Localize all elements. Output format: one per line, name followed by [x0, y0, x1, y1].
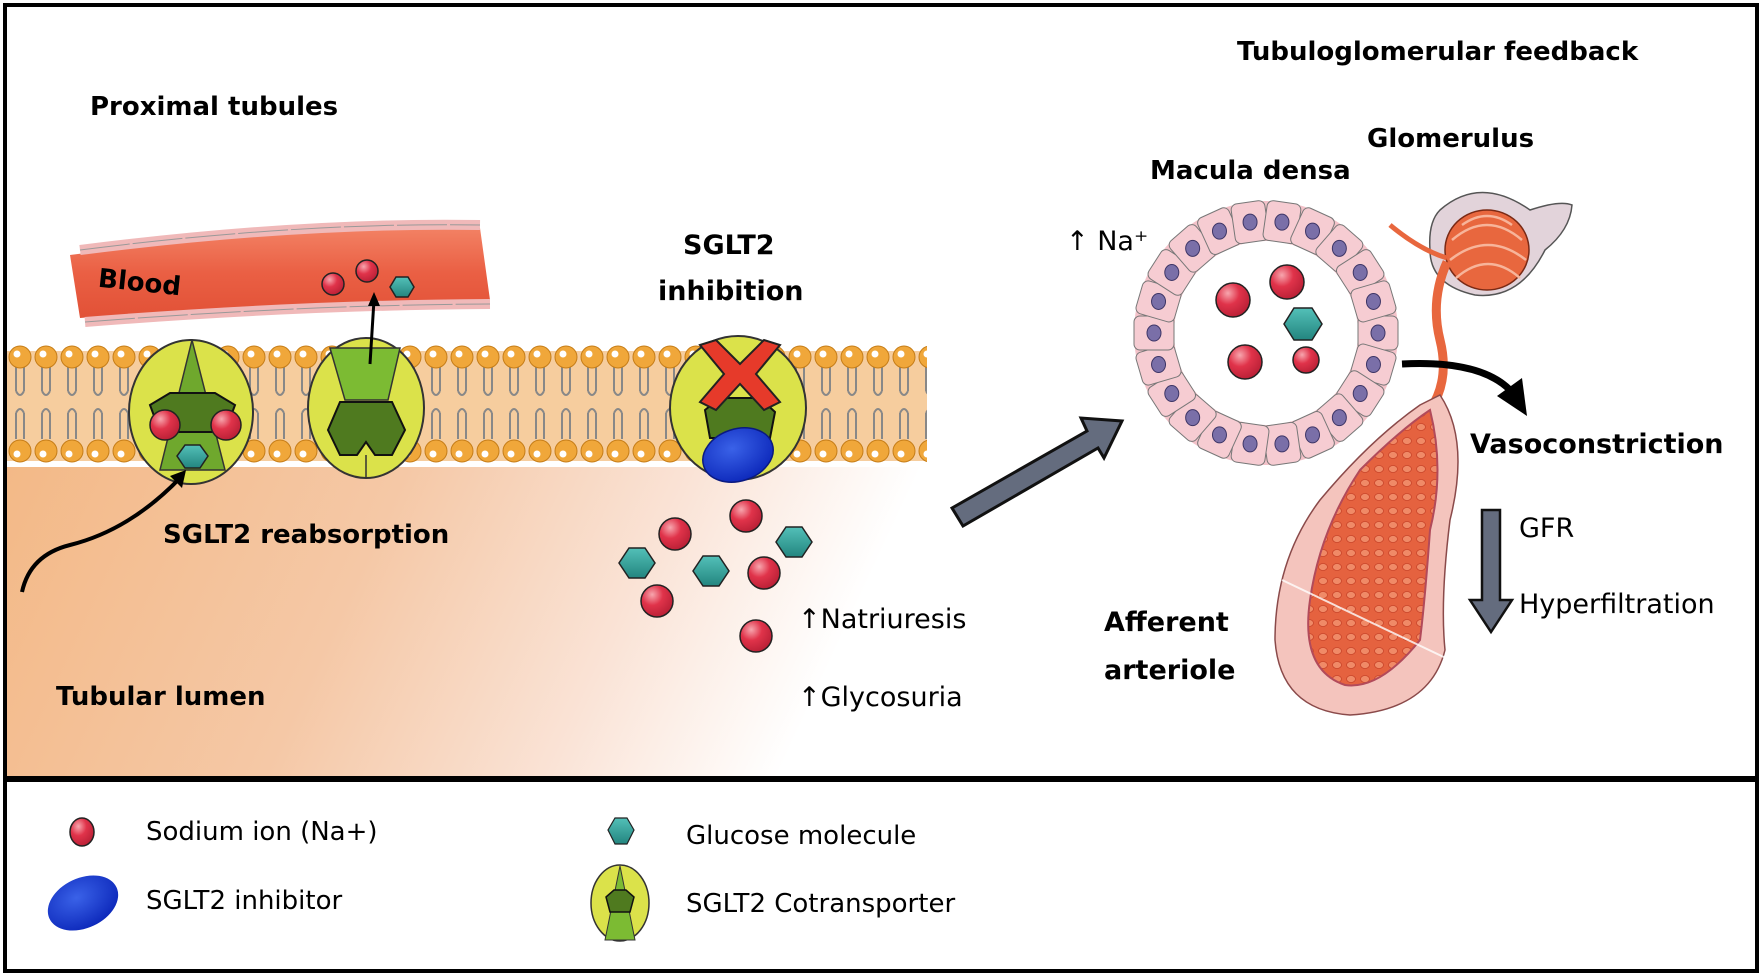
cell-nucleus	[1164, 263, 1180, 281]
sglt2-cotransporter-icon	[590, 864, 650, 942]
sodium-ion-icon	[739, 619, 773, 653]
sodium-ion-icon	[69, 817, 95, 847]
legend-sodium-label: Sodium ion (Na+)	[146, 817, 378, 847]
sodium-ion-icon	[658, 517, 692, 551]
sodium-ion-icon	[210, 409, 242, 441]
reabsorption-arrow	[20, 476, 182, 593]
tubular-lumen-label: Tubular lumen	[56, 682, 266, 712]
sodium-ion-icon	[1227, 344, 1263, 380]
tubular-lumen-region	[7, 467, 1007, 776]
natriuresis-label: ↑Natriuresis	[798, 604, 967, 635]
glucose-molecule-icon	[176, 444, 209, 469]
tubuloglomerular-feedback-title: Tubuloglomerular feedback	[1237, 37, 1639, 67]
cell-nucleus	[1185, 239, 1201, 257]
legend-glucose-label: Glucose molecule	[686, 821, 917, 851]
legend-icons	[47, 817, 650, 942]
cell-nucleus	[1331, 409, 1347, 427]
legend-cotransporter-label: SGLT2 Cotransporter	[686, 889, 956, 919]
glucose-molecule-icon	[1283, 307, 1323, 341]
gfr-label: GFR	[1519, 513, 1575, 544]
macula-densa-label: Macula densa	[1150, 156, 1351, 186]
sodium-ion-icon	[321, 272, 345, 296]
afferent-arteriole	[1274, 394, 1459, 716]
glycosuria-label: ↑Glycosuria	[798, 682, 963, 713]
excreted-molecules	[618, 499, 813, 653]
vasoconstriction-label: Vasoconstriction	[1470, 429, 1724, 460]
cell-nucleus	[1151, 292, 1167, 310]
cell-nucleus	[1242, 213, 1258, 231]
macula-densa	[1133, 200, 1399, 466]
sglt2-reabsorption-label: SGLT2 reabsorption	[163, 520, 450, 550]
cell-nucleus	[1352, 263, 1368, 281]
cell-nucleus	[1242, 435, 1258, 453]
sglt2-inhibition-label-line1: SGLT2	[683, 230, 775, 261]
cell-nucleus	[1151, 356, 1167, 374]
glucose-molecule-icon	[692, 555, 730, 587]
cell-nucleus	[1352, 385, 1368, 403]
cell-nucleus	[1331, 239, 1347, 257]
cell-nucleus	[1305, 222, 1321, 240]
cell-nucleus	[1274, 435, 1290, 453]
afferent-arteriole-label-line2: arteriole	[1104, 655, 1236, 686]
glucose-molecule-icon	[618, 547, 656, 579]
cell-nucleus	[1164, 385, 1180, 403]
hyperfiltration-label: Hyperfiltration	[1519, 589, 1715, 620]
figure-frame	[3, 3, 1759, 973]
legend-divider	[3, 776, 1759, 782]
blood-vessel	[70, 219, 491, 327]
sglt2-inhibitor-icon	[702, 427, 774, 483]
sodium-ion-icon	[1292, 346, 1320, 374]
cell-nucleus	[1211, 426, 1227, 444]
cell-nucleus	[1370, 324, 1386, 342]
cell-nucleus	[1365, 356, 1381, 374]
glucose-molecule-icon	[775, 526, 813, 558]
sglt2-inhibition-label-line2: inhibition	[658, 276, 804, 307]
sodium-ion-icon	[747, 556, 781, 590]
cell-nucleus	[1305, 426, 1321, 444]
sglt2-cotransporter-loaded	[128, 339, 254, 485]
cell-nucleus	[1274, 213, 1290, 231]
sodium-ion-icon	[1269, 264, 1305, 300]
macula-densa-contents	[1215, 264, 1323, 380]
sodium-increase-label: ↑ Na⁺	[1066, 226, 1149, 257]
sodium-ion-icon	[729, 499, 763, 533]
pathway-arrow	[949, 416, 1125, 529]
transport-arrow	[368, 299, 376, 365]
sodium-ion-icon	[1215, 282, 1251, 318]
cell-nucleus	[1146, 324, 1162, 342]
cell-nucleus	[1211, 222, 1227, 240]
glomerulus-label: Glomerulus	[1367, 124, 1535, 154]
cell-nucleus	[1185, 409, 1201, 427]
sodium-ion-icon	[640, 584, 674, 618]
glucose-molecule-icon	[607, 817, 635, 845]
afferent-arteriole-label-line1: Afferent	[1104, 607, 1229, 638]
legend-inhibitor-label: SGLT2 inhibitor	[146, 886, 343, 916]
proximal-tubules-title: Proximal tubules	[90, 92, 339, 122]
block-x-icon	[698, 338, 782, 412]
sodium-ion-icon	[355, 259, 379, 283]
blood-sodium-ions	[321, 259, 379, 296]
sglt2-cotransporter-open	[307, 337, 425, 479]
cell-nucleus	[1365, 292, 1381, 310]
glucose-molecule-icon	[389, 276, 415, 298]
sodium-ion-icon	[149, 409, 181, 441]
glomerulus	[1388, 191, 1573, 413]
gfr-down-arrow	[1467, 508, 1515, 635]
sglt2-inhibitor-icon	[47, 875, 119, 931]
vasoconstriction-arrow	[1401, 360, 1513, 393]
sglt2-cotransporter-inhibited	[669, 335, 807, 483]
